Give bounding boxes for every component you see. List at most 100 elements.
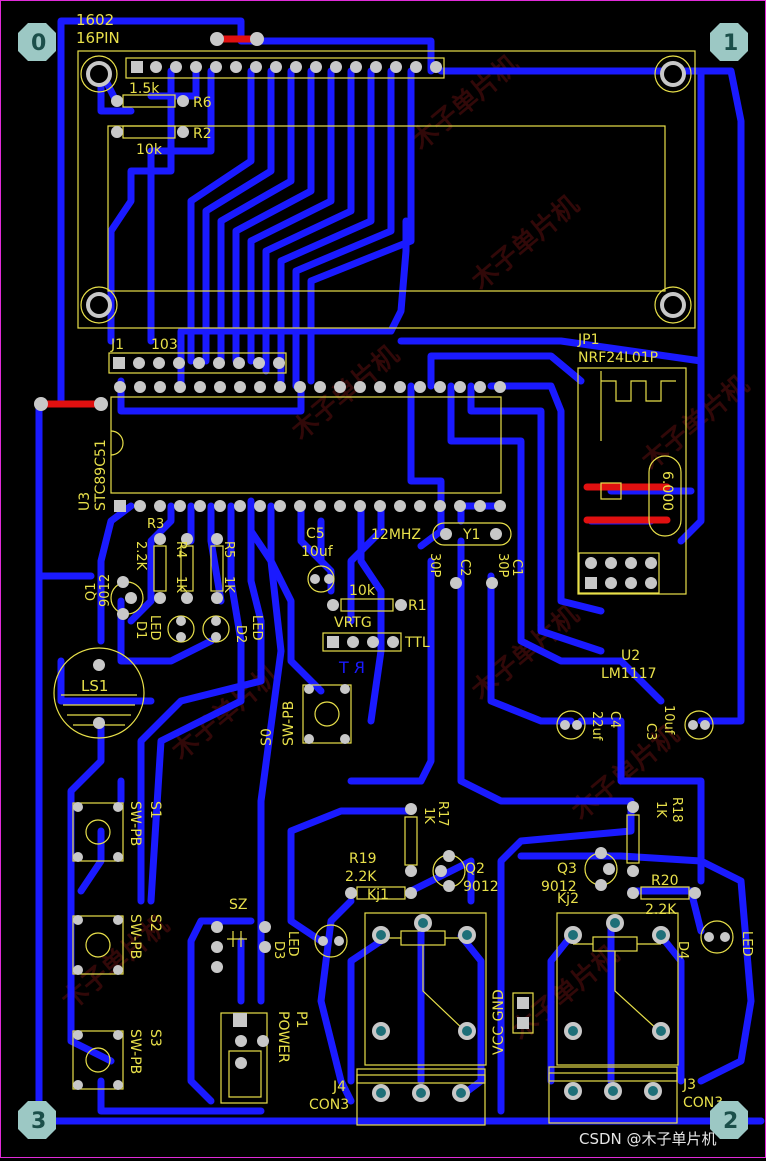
led-d3-body xyxy=(314,924,348,958)
c2-ref: C2 xyxy=(457,559,472,576)
resistor-r3: R3 2.2K xyxy=(133,517,167,604)
resistor-r1: 10k R1 xyxy=(327,583,427,614)
lcd-label: 1602 xyxy=(76,11,114,29)
resistor-r2: 10k R2 xyxy=(111,125,212,158)
j4-value: CON3 xyxy=(309,1097,349,1113)
resistor-r5: R5 1K xyxy=(210,533,236,604)
led-d4: D4 LED xyxy=(675,920,754,959)
capacitor-c5: C5 10uf xyxy=(301,526,335,593)
r5-value: 1K xyxy=(221,576,236,593)
capacitor-c2: 30P C2 xyxy=(427,553,472,589)
y1-value: 12MHZ xyxy=(371,527,421,543)
d4-ref: D4 xyxy=(675,941,690,959)
watermark: 木子单片机 xyxy=(465,600,585,707)
q2-value: 9012 xyxy=(463,879,499,895)
relay-kj2 xyxy=(556,912,679,1066)
u3-top-pins xyxy=(114,381,506,393)
header-j1: J1 103 xyxy=(108,337,287,374)
transistor-q3: Q3 9012 xyxy=(541,847,618,895)
s2-value: SW-PB xyxy=(127,914,143,959)
terminal-j4: J4 CON3 xyxy=(309,1068,486,1126)
r17-value: 1K xyxy=(421,807,436,824)
regulator-u2: U2 LM1117 xyxy=(601,648,657,682)
c4-value: 22uf xyxy=(589,711,604,741)
s3-ref: S3 xyxy=(147,1029,163,1047)
r1-value: 10k xyxy=(349,583,376,599)
c1-ref: C1 xyxy=(509,559,524,576)
c4-ref: C4 xyxy=(607,711,622,728)
s1-ref: S1 xyxy=(147,801,163,819)
q2-ref: Q2 xyxy=(465,861,485,877)
p1-ref: P1 xyxy=(293,1011,309,1028)
led-d2: D2 LED xyxy=(202,615,264,643)
r20-value: 2.2K xyxy=(645,902,677,918)
footer-credit: CSDN @木子单片机 xyxy=(579,1130,717,1148)
r2-value: 10k xyxy=(136,142,163,158)
r3-value: 2.2K xyxy=(133,541,148,571)
corner-mark-0: 0 xyxy=(18,23,56,61)
resistor-r4: R4 1K xyxy=(173,533,194,604)
q1-value: 9012 xyxy=(98,574,113,607)
capacitor-c1: 30P C1 xyxy=(486,553,524,589)
c5-value: 10uf xyxy=(301,544,334,560)
transistor-q2: Q2 9012 xyxy=(432,850,499,895)
rt-marking: R T xyxy=(339,658,365,677)
watermark: 木子单片机 xyxy=(405,50,525,157)
kj2-label: Kj2 xyxy=(557,891,579,907)
s1-value: SW-PB xyxy=(127,801,143,846)
capacitor-c4: 22uf C4 xyxy=(556,710,622,741)
ttl-header: VRTG TTL R T xyxy=(322,615,430,677)
r18-value: 1K xyxy=(653,801,668,818)
jp1-value: NRF24L01P xyxy=(578,350,658,366)
vrtg-label: VRTG xyxy=(334,615,372,631)
s2-ref: S2 xyxy=(147,914,163,932)
j4-ref: J4 xyxy=(332,1079,346,1095)
terminal-j3: J3 CON3 xyxy=(548,1066,723,1124)
buzzer-ls1: LS1 xyxy=(53,647,145,739)
c5-ref: C5 xyxy=(306,526,325,542)
power-connector-p1: P1 POWER xyxy=(220,1011,309,1104)
sz-label: SZ xyxy=(229,897,247,913)
corner-mark-2: 2 xyxy=(710,1101,748,1139)
d3-value: LED xyxy=(285,931,300,956)
corner-mark-3-label: 3 xyxy=(31,1109,46,1134)
resistor-r18: R18 1K xyxy=(626,797,684,877)
corner-mark-0-label: 0 xyxy=(31,31,46,56)
resistor-r6: 1.5k R6 xyxy=(111,81,212,111)
crystal-marking: 6.000 xyxy=(659,471,675,511)
d2-ref: D2 xyxy=(233,625,248,643)
ttl-label: TTL xyxy=(404,635,430,651)
r19-ref: R19 xyxy=(349,851,377,867)
q1-ref: Q1 xyxy=(84,582,99,601)
r6-ref: R6 xyxy=(193,95,212,111)
jp1-ref: JP1 xyxy=(577,332,599,348)
vcc-gnd-label: VCC GND xyxy=(491,989,507,1055)
r5-ref: R5 xyxy=(221,541,236,558)
d4-value: LED xyxy=(739,931,754,956)
u2-ref: U2 xyxy=(621,648,640,664)
resistor-r20: R20 2.2K Kj2 xyxy=(557,873,701,918)
u3-ref: U3 xyxy=(77,492,93,511)
r18-ref: R18 xyxy=(669,797,684,823)
transistor-q1: Q1 9012 xyxy=(84,574,144,620)
r20-ref: R20 xyxy=(651,873,679,889)
switch-s1: S1 SW-PB xyxy=(72,801,163,862)
crystal-y1: 12MHZ Y1 xyxy=(371,522,512,546)
r2-ref: R2 xyxy=(193,126,212,142)
led-d3: D3 LED xyxy=(271,931,300,959)
q3-ref: Q3 xyxy=(557,861,577,877)
c2-value: 30P xyxy=(427,553,442,578)
d1-value: LED xyxy=(147,615,162,640)
d1-ref: D1 xyxy=(133,621,148,639)
r6-value: 1.5k xyxy=(129,81,160,97)
watermark: 木子单片机 xyxy=(465,190,585,297)
s3-value: SW-PB xyxy=(127,1029,143,1074)
relay-kj1 xyxy=(364,912,487,1066)
u3-bottom-pins xyxy=(134,500,506,512)
y1-ref: Y1 xyxy=(462,527,480,543)
u3-value: STC89C51 xyxy=(93,439,109,511)
led-d1: D1 LED xyxy=(133,615,195,643)
c3-ref: C3 xyxy=(643,723,658,740)
lcd-pins-label: 16PIN xyxy=(76,29,120,47)
